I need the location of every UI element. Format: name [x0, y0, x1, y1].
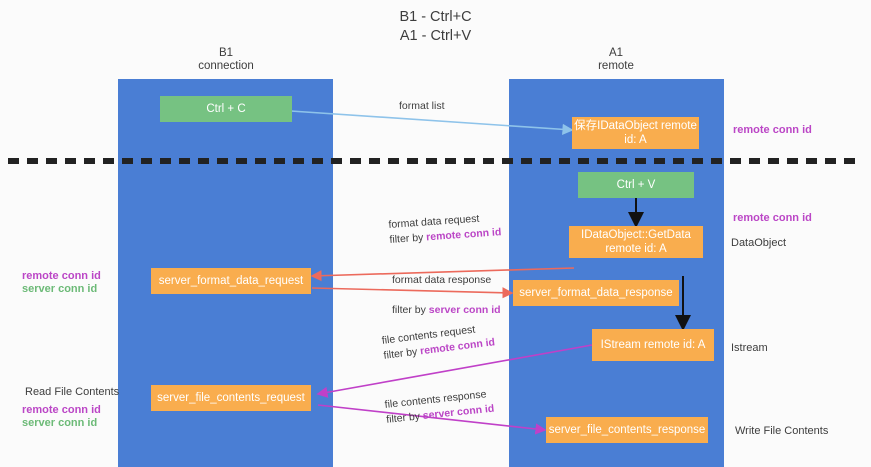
edge-label-format-data-request: format data request filter by remote con…	[388, 210, 502, 248]
annotation-left-remote-conn-id: remote conn id	[22, 270, 101, 282]
annotation-istream: Istream	[731, 342, 768, 354]
annotation-write-file-contents: Write File Contents	[735, 425, 829, 437]
lane-title-a1: A1 remote	[598, 47, 634, 72]
node-istream[interactable]: IStream remote id: A	[592, 329, 714, 361]
node-server-format-data-request[interactable]: server_format_data_request	[151, 268, 311, 294]
annotation-left-server-conn-id: server conn id	[22, 283, 98, 295]
node-idataobject-getdata[interactable]: IDataObject::GetData remote id: A	[569, 226, 703, 258]
annotation-dataobject: DataObject	[731, 237, 787, 249]
edge-label-format-data-request-filter-key: remote conn id	[425, 226, 502, 244]
phase-divider	[8, 158, 863, 164]
annotation-left-remote-conn-id-2: remote conn id	[22, 404, 101, 416]
annotation-remote-conn-id-mid: remote conn id	[733, 212, 812, 224]
diagram-title: B1 - Ctrl+C A1 - Ctrl+V	[399, 9, 472, 44]
edge-label-file-contents-request: file contents request filter by remote c…	[381, 320, 496, 363]
edge-label-file-contents-response: file contents response filter by server …	[384, 387, 495, 428]
edge-label-file-contents-request-filter-prefix: filter by	[382, 345, 421, 362]
node-server-format-data-response[interactable]: server_format_data_response	[513, 280, 679, 306]
edge-label-format-list: format list	[399, 100, 445, 112]
edge-label-format-data-response: format data response filter by server co…	[392, 273, 501, 318]
edge-label-format-data-request-filter-prefix: filter by	[389, 231, 427, 246]
annotation-left-server-conn-id-2: server conn id	[22, 417, 98, 429]
node-ctrl-c[interactable]: Ctrl + C	[160, 96, 292, 122]
edge-label-file-contents-response-filter-prefix: filter by	[385, 410, 424, 426]
lane-title-b1: B1 connection	[198, 47, 254, 72]
edge-label-format-data-response-filter-prefix: filter by	[392, 304, 429, 316]
node-ctrl-v[interactable]: Ctrl + V	[578, 172, 694, 198]
node-server-file-contents-response[interactable]: server_file_contents_response	[546, 417, 708, 443]
edge-label-format-data-response-text: format data response	[392, 274, 492, 286]
edge-label-format-data-response-filter-key: server conn id	[428, 304, 501, 316]
annotation-remote-conn-id-top: remote conn id	[733, 124, 812, 136]
node-server-file-contents-request[interactable]: server_file_contents_request	[151, 385, 311, 411]
node-save-idataobject[interactable]: 保存IDataObject remote id: A	[572, 117, 699, 149]
annotation-read-file-contents: Read File Contents	[25, 386, 120, 398]
